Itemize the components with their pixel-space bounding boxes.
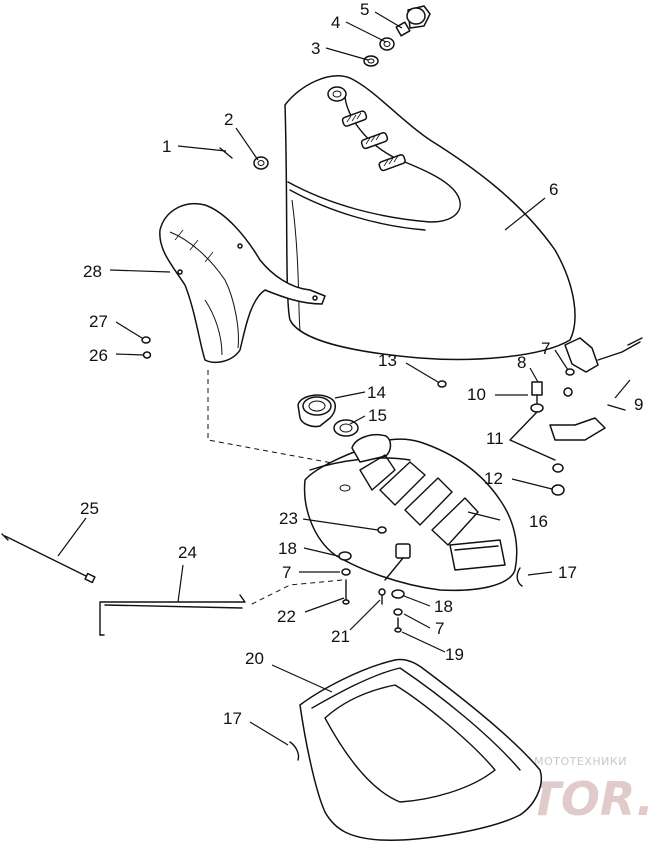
seat-knob-assembly bbox=[363, 5, 431, 67]
callout-8: 8 bbox=[517, 353, 526, 372]
callout-2: 2 bbox=[224, 110, 233, 129]
callout-7-left: 7 bbox=[282, 563, 291, 582]
bracket-bolts bbox=[141, 336, 152, 359]
callout-21: 21 bbox=[331, 627, 350, 646]
seat-latch bbox=[509, 337, 643, 496]
callout-10: 10 bbox=[467, 385, 486, 404]
leader-lines bbox=[57, 11, 631, 746]
callout-22: 22 bbox=[277, 607, 296, 626]
callout-17-tank: 17 bbox=[558, 563, 577, 582]
callout-23: 23 bbox=[279, 509, 298, 528]
tank-hardware bbox=[338, 526, 405, 633]
rear-bracket bbox=[159, 203, 326, 363]
callout-7-latch: 7 bbox=[541, 339, 550, 358]
guide-line-rod bbox=[249, 579, 343, 606]
pin-and-washer bbox=[219, 147, 269, 170]
seat bbox=[284, 75, 576, 361]
callout-labels: 1 2 3 4 5 6 7 7 7 8 9 10 11 12 13 14 15 … bbox=[80, 0, 643, 728]
callout-6: 6 bbox=[549, 180, 558, 199]
callout-18-right: 18 bbox=[434, 597, 453, 616]
callout-17-tray: 17 bbox=[223, 709, 242, 728]
callout-5: 5 bbox=[360, 0, 369, 19]
callout-7-right: 7 bbox=[435, 619, 444, 638]
storage-tray bbox=[299, 658, 542, 841]
clip-17-tray bbox=[289, 741, 300, 761]
callout-28: 28 bbox=[83, 262, 102, 281]
callout-11: 11 bbox=[486, 429, 504, 448]
filler-cap bbox=[333, 419, 359, 437]
callout-9: 9 bbox=[634, 395, 643, 414]
callout-20: 20 bbox=[245, 649, 264, 668]
callout-27: 27 bbox=[89, 312, 108, 331]
callout-4: 4 bbox=[331, 13, 340, 32]
callout-1: 1 bbox=[162, 137, 171, 156]
callout-18-left: 18 bbox=[278, 539, 297, 558]
filler-neck bbox=[297, 394, 336, 428]
clip-17-tank bbox=[516, 567, 523, 587]
callout-14: 14 bbox=[367, 383, 386, 402]
callout-26: 26 bbox=[89, 346, 108, 365]
seat-bumper bbox=[437, 380, 447, 388]
fuel-tank bbox=[303, 434, 518, 592]
callout-15: 15 bbox=[368, 406, 387, 425]
support-rod bbox=[99, 594, 246, 636]
callout-25: 25 bbox=[80, 499, 99, 518]
callout-16: 16 bbox=[529, 512, 548, 531]
callout-13: 13 bbox=[378, 351, 397, 370]
callout-19: 19 bbox=[445, 645, 464, 664]
callout-12: 12 bbox=[484, 469, 503, 488]
callout-24: 24 bbox=[178, 543, 197, 562]
cable bbox=[1, 533, 96, 584]
callout-3: 3 bbox=[311, 39, 320, 58]
